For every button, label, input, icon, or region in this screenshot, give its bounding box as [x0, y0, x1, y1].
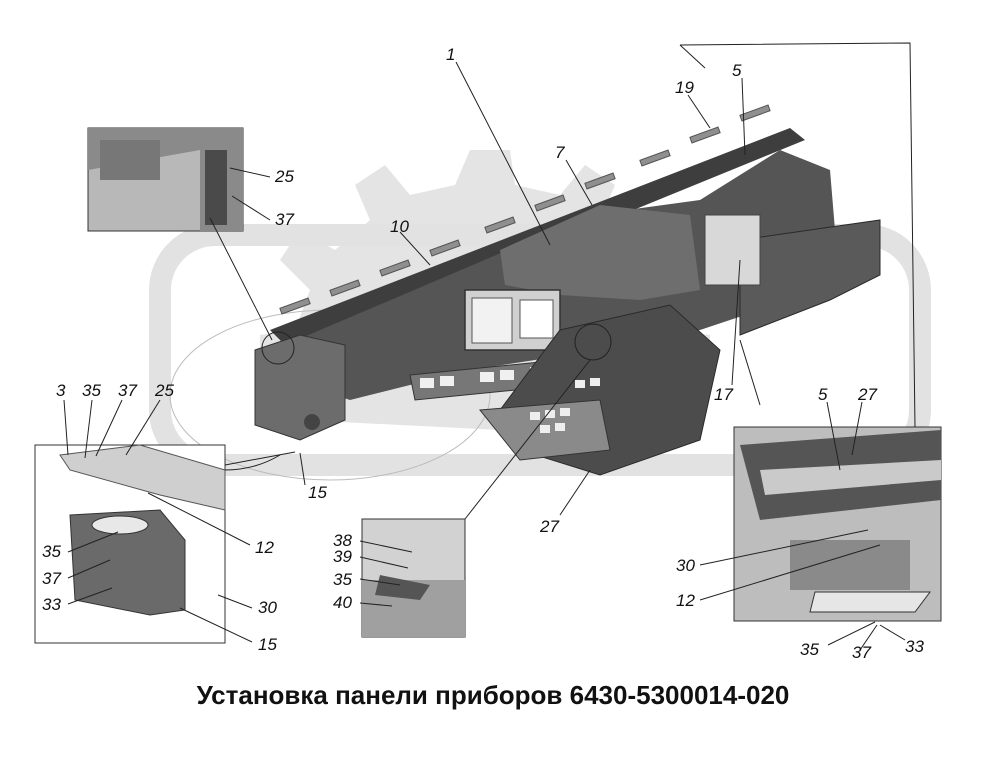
callout-1: 1	[446, 45, 455, 64]
gauge-block	[471, 297, 513, 344]
callout-33-right: 33	[905, 637, 924, 656]
callout-3: 3	[56, 381, 66, 400]
callout-5: 5	[732, 61, 742, 80]
inset-left	[34, 444, 226, 644]
callout-30-right: 30	[676, 556, 695, 575]
dashboard-assembly	[254, 104, 881, 476]
callout-37-d: 37	[852, 643, 871, 662]
callout-15-inset: 15	[258, 635, 277, 654]
callout-12-right: 12	[676, 591, 695, 610]
callout-27-main: 27	[539, 517, 559, 536]
inset-center	[361, 518, 466, 638]
callout-35-c: 35	[333, 570, 352, 589]
callout-25-a: 25	[154, 381, 174, 400]
right-opening	[704, 214, 761, 286]
callout-10: 10	[390, 217, 409, 236]
detail-circle-left	[261, 331, 295, 365]
callout-35-a: 35	[82, 381, 101, 400]
center-hood	[500, 205, 700, 300]
left-end-cap	[254, 334, 346, 441]
inset-top-left	[87, 127, 244, 232]
callout-7: 7	[555, 143, 565, 162]
diagram-caption: Установка панели приборов 6430-5300014-0…	[196, 680, 790, 710]
callout-30-left: 30	[258, 598, 277, 617]
display-block	[519, 299, 554, 339]
right-cover-panel	[739, 219, 881, 336]
detail-circle-center	[574, 323, 612, 361]
console-buttons	[530, 378, 600, 433]
callout-19: 19	[675, 78, 694, 97]
callout-33-left: 33	[42, 595, 61, 614]
trim-strips	[279, 104, 771, 315]
callout-15-main: 15	[308, 483, 327, 502]
leader-lines	[63, 42, 916, 651]
callout-37-top: 37	[275, 210, 294, 229]
callout-27-inset: 27	[857, 385, 877, 404]
callout-39: 39	[333, 547, 352, 566]
callout-17: 17	[714, 385, 733, 404]
callout-12-left: 12	[255, 538, 274, 557]
callout-35-b: 35	[42, 542, 61, 561]
callout-35-d: 35	[800, 640, 819, 659]
callout-38: 38	[333, 531, 352, 550]
callout-25-top: 25	[274, 167, 294, 186]
callout-5-inset: 5	[818, 385, 828, 404]
inset-right	[733, 426, 942, 622]
callout-37-a: 37	[118, 381, 137, 400]
left-speaker	[304, 414, 320, 430]
callout-labels: 1 5 7 19 10 25 37 3 35 37 25 12 15 35 37…	[42, 45, 924, 662]
callout-37-b: 37	[42, 569, 61, 588]
callout-40: 40	[333, 593, 352, 612]
